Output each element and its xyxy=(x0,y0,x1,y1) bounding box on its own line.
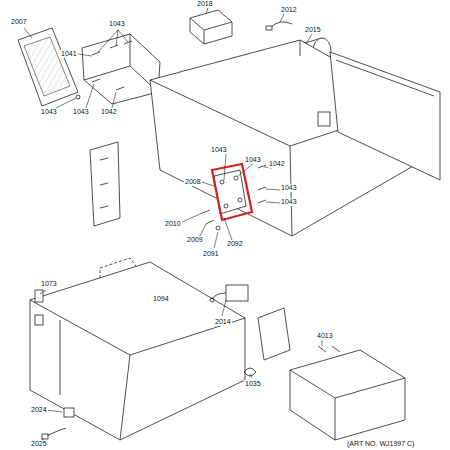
callout-number: 1043 xyxy=(40,108,58,116)
callout-number: 2008 xyxy=(184,178,202,186)
leader-lines xyxy=(24,8,322,440)
callout-number: 2091 xyxy=(202,250,220,258)
bracket-fold xyxy=(84,66,130,80)
callout-number: 2014 xyxy=(214,318,232,326)
callout-number: 2007 xyxy=(10,18,28,26)
callout-number: 1043 xyxy=(108,20,126,28)
art-number: (ART NO. WJ1997 C) xyxy=(346,440,415,448)
side-bracket xyxy=(90,142,120,226)
callout-number: 1043 xyxy=(72,108,90,116)
damper-motor xyxy=(226,285,248,301)
sensor-wire xyxy=(46,428,66,436)
callout-number: 2025 xyxy=(30,440,48,448)
callout-number: 2092 xyxy=(226,240,244,248)
screws xyxy=(76,41,132,99)
callout-number: 2009 xyxy=(186,236,204,244)
callout-number: 2015 xyxy=(304,26,322,34)
callout-number: 1042 xyxy=(268,160,286,168)
junction-box xyxy=(290,350,405,440)
callout-number: 1041 xyxy=(60,50,78,58)
panel-face xyxy=(24,37,70,96)
callout-number: 1043 xyxy=(244,156,262,164)
callout-number: 1043 xyxy=(210,146,228,154)
bracket-fold xyxy=(130,34,131,66)
callout-number: 1035 xyxy=(244,380,262,388)
sensor-wire xyxy=(270,22,292,28)
relay-board xyxy=(190,10,232,44)
callout-number: 2012 xyxy=(280,6,298,14)
cover-plate xyxy=(258,308,290,360)
callout-number: 1042 xyxy=(100,108,118,116)
sensor xyxy=(266,26,272,30)
callout-number: 1043 xyxy=(280,198,298,206)
clip xyxy=(244,368,256,376)
door-panel xyxy=(330,52,440,180)
switch xyxy=(64,408,74,417)
highlight-frame xyxy=(212,164,252,220)
callout-number: 2024 xyxy=(30,406,48,414)
callout-number: 1073 xyxy=(40,280,58,288)
callout-number: 4013 xyxy=(316,332,334,340)
bracket xyxy=(82,34,160,104)
control-panel xyxy=(18,28,78,106)
callout-number: 2018 xyxy=(196,0,214,8)
callout-number: 1043 xyxy=(280,184,298,192)
fasteners xyxy=(200,165,266,230)
housing xyxy=(30,262,245,440)
callout-number: 1094 xyxy=(152,295,170,303)
callout-number: 2010 xyxy=(164,220,182,228)
